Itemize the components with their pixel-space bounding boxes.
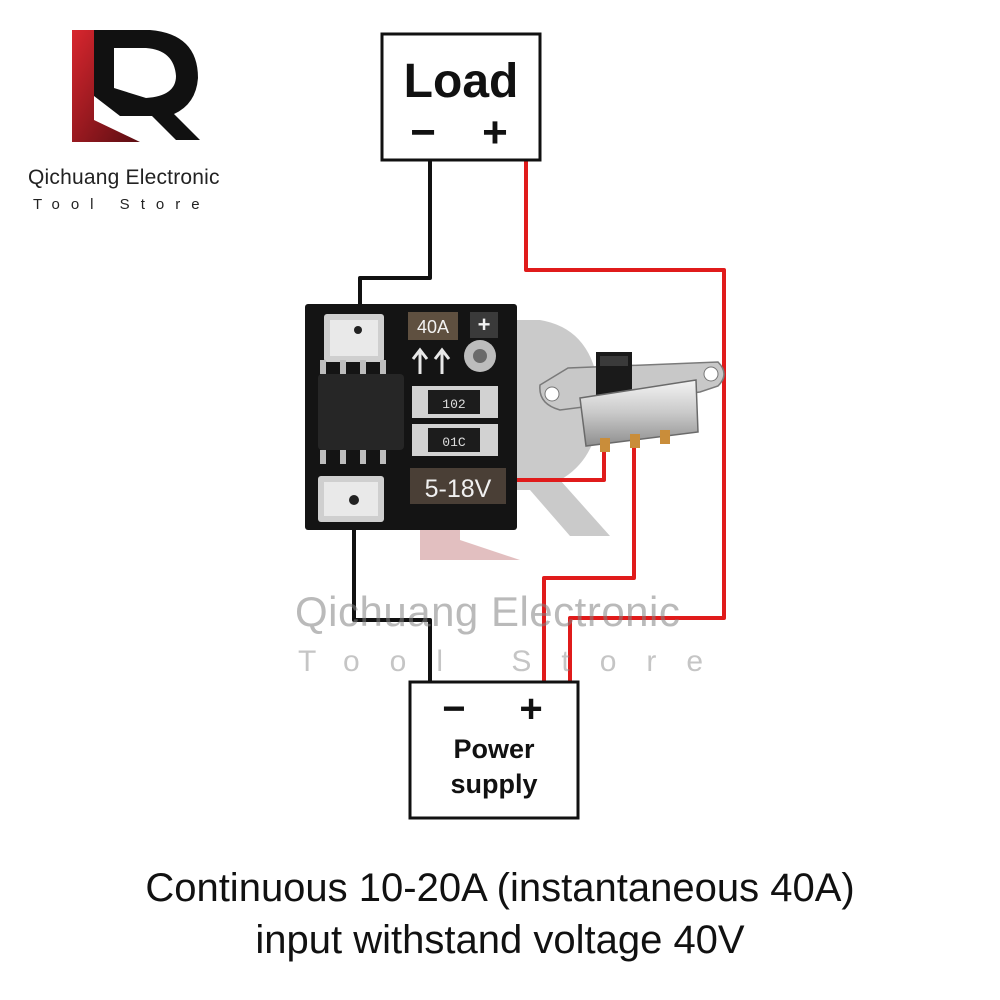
bottom-terminal-pad xyxy=(318,476,384,522)
power-supply-label-line1: Power xyxy=(453,734,535,764)
brand-subtitle: Tool Store xyxy=(33,196,211,213)
power-supply-box xyxy=(408,680,580,820)
wire-load-negative xyxy=(358,160,432,318)
brand-logo xyxy=(72,30,200,142)
load-minus-terminal: − xyxy=(410,108,436,157)
wire-load-positive xyxy=(524,160,726,682)
watermark-name: Qichuang Electronic xyxy=(295,588,681,635)
power-supply-label-line2: supply xyxy=(450,769,537,799)
voltage-range-label: 5-18V xyxy=(425,475,492,503)
load-label: Load xyxy=(404,55,519,108)
slide-switch xyxy=(539,352,725,452)
resistor-102-label: 102 xyxy=(442,397,465,412)
positive-solder-pad xyxy=(464,340,496,372)
plus-pad-label: + xyxy=(478,312,491,337)
brand-name: Qichuang Electronic xyxy=(28,166,220,189)
top-terminal-pad xyxy=(324,314,384,362)
current-rating-label: 40A xyxy=(417,317,449,337)
power-minus-terminal: − xyxy=(442,687,465,731)
resistor-01c-label: 01C xyxy=(442,435,466,450)
resistor-01c: 01C xyxy=(412,424,498,456)
caption-line-1: Continuous 10-20A (instantaneous 40A) xyxy=(145,866,855,910)
switch-module: 40A + 102 01C 5-18V xyxy=(305,304,517,530)
watermark-subtitle: Tool Store xyxy=(298,645,734,678)
caption-line-2: input withstand voltage 40V xyxy=(255,918,745,962)
arrows-icon xyxy=(411,347,451,374)
wire-supply-negative xyxy=(352,525,432,682)
load-box xyxy=(380,32,542,162)
power-plus-terminal: + xyxy=(519,687,542,731)
resistor-102: 102 xyxy=(412,386,498,418)
load-plus-terminal: + xyxy=(482,108,508,157)
wire-switch-to-supply xyxy=(542,446,636,682)
mosfet-chip xyxy=(318,360,404,464)
